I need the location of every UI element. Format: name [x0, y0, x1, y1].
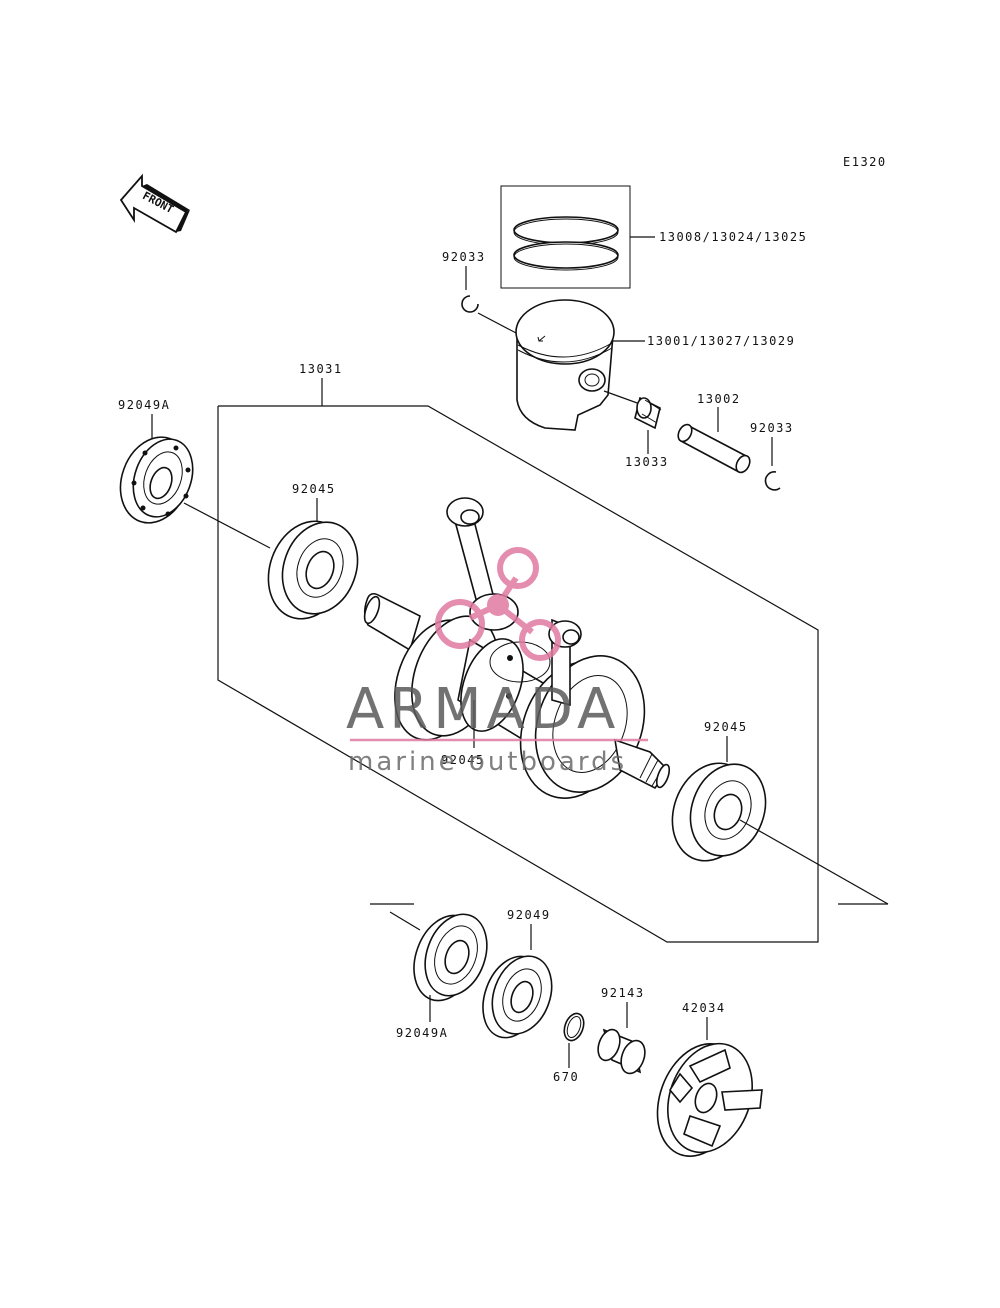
label-piston-rings: 13008/13024/13025 [659, 230, 807, 244]
diagram-code: E1320 [843, 155, 887, 169]
label-crankshaft-assy: 13031 [299, 362, 343, 376]
label-collar: 92143 [601, 986, 645, 1000]
bearing-left [267, 520, 359, 620]
label-bearing-left: 92045 [292, 482, 336, 496]
label-seal-bottom: 92049 [507, 908, 551, 922]
oil-seal-left [119, 436, 194, 524]
clip-lower [764, 471, 781, 491]
coupling [656, 1042, 763, 1157]
label-bearing-center: 92045 [441, 753, 485, 767]
label-oil-seal-bottom: 92049A [396, 1026, 448, 1040]
label-piston-pin: 13002 [697, 392, 741, 406]
seal-bottom [482, 955, 553, 1039]
label-clip-lower: 92033 [750, 421, 794, 435]
crankshaft [363, 497, 671, 799]
clip-upper [461, 295, 479, 313]
needle-bearing [603, 390, 662, 430]
label-o-ring: 670 [553, 1070, 579, 1084]
piston-pin [677, 423, 751, 474]
label-clip-upper: 92033 [442, 250, 486, 264]
label-coupling: 42034 [682, 1001, 726, 1015]
label-bearing-right: 92045 [704, 720, 748, 734]
watermark-tagline: marine outboards [348, 747, 627, 777]
watermark-brand: ARMADA [346, 677, 620, 742]
label-oil-seal-left: 92049A [118, 398, 170, 412]
piston-rings [500, 185, 655, 289]
crankshaft-assy-frame [217, 405, 819, 943]
collar [597, 1028, 646, 1075]
o-ring [563, 1012, 585, 1042]
oil-seal-bottom [413, 913, 488, 1002]
label-piston: 13001/13027/13029 [647, 334, 795, 348]
armada-logo [435, 547, 561, 661]
front-arrow-icon: FRONT [119, 173, 190, 234]
label-needle-bearing: 13033 [625, 455, 669, 469]
bearing-right [671, 762, 767, 862]
piston [515, 299, 645, 431]
